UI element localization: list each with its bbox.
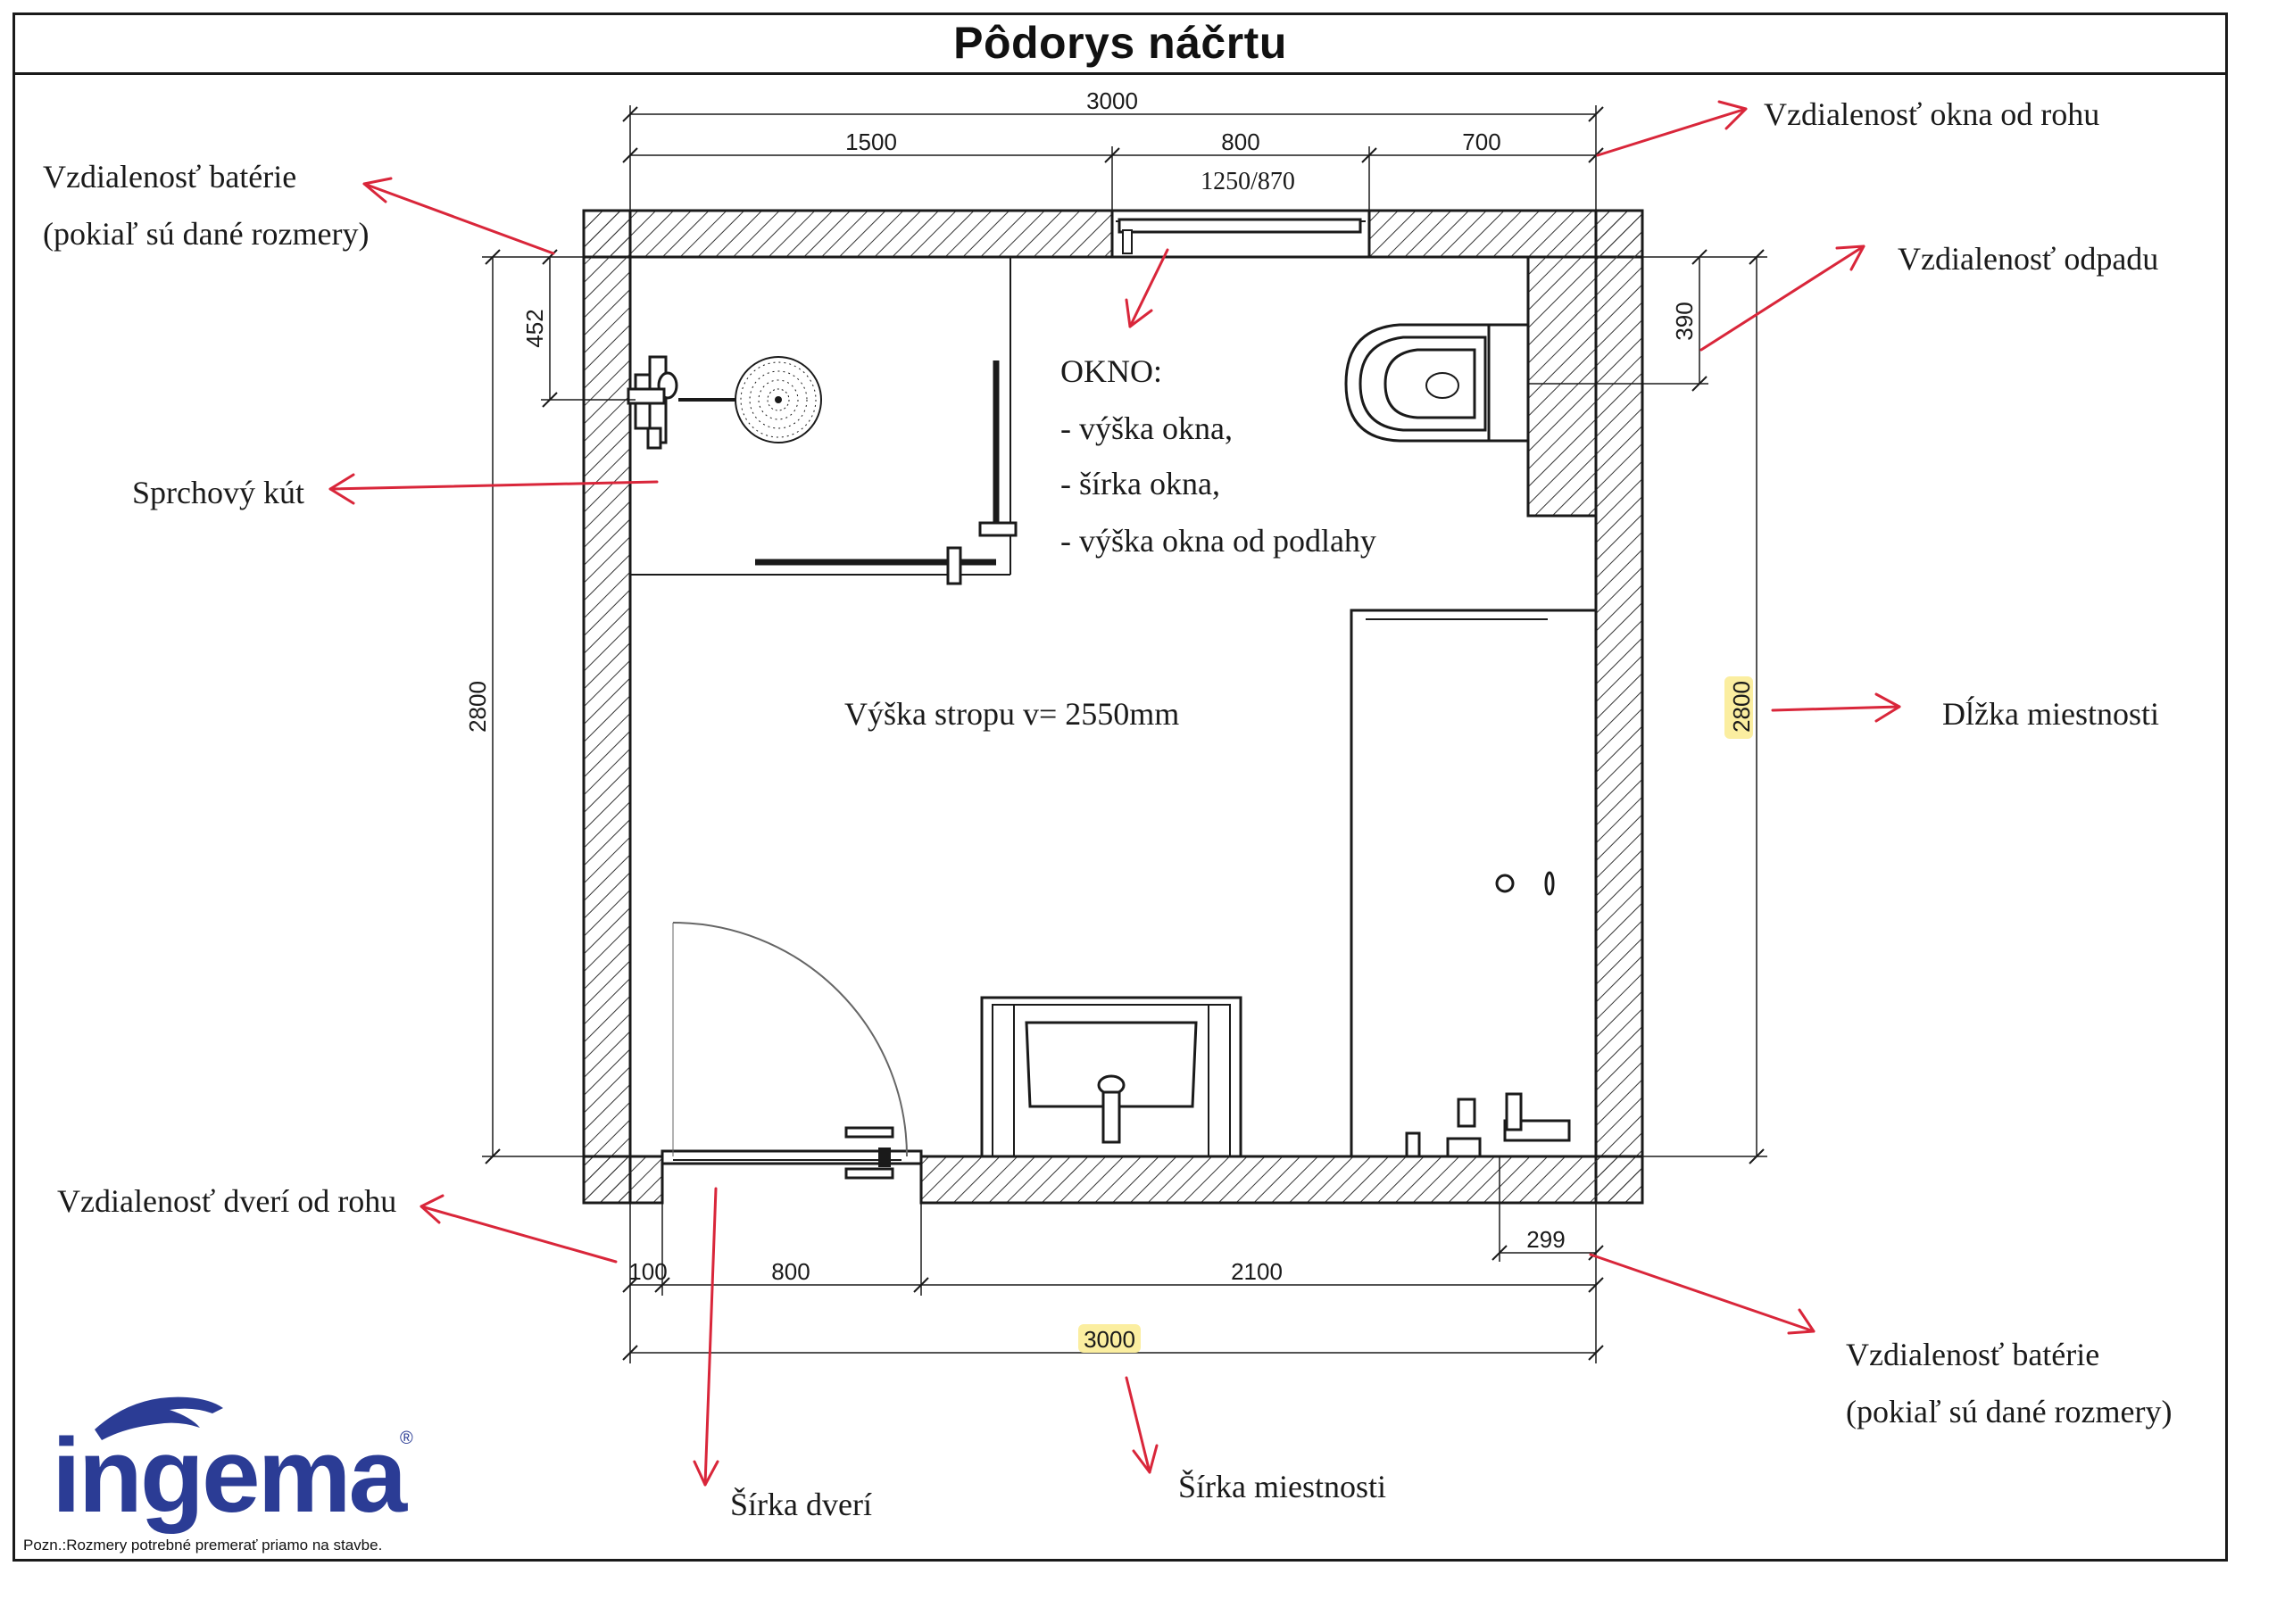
- arrow-battery-right: [1589, 1253, 1816, 1335]
- arrow-door-width: [693, 1187, 719, 1487]
- wall-top-left: [582, 209, 1114, 259]
- dim-top-total: 3000: [1086, 87, 1138, 114]
- label-battery-left-line2: (pokiaľ sú dané rozmery): [43, 216, 369, 252]
- dim-bottom-total: 3000: [1084, 1326, 1135, 1353]
- arrow-door-from-corner: [420, 1194, 618, 1264]
- window: [1110, 209, 1371, 259]
- arrow-room-width: [1125, 1376, 1159, 1474]
- footnote: Pozn.:Rozmery potrebné premerať priamo n…: [23, 1537, 383, 1554]
- page-title: Pôdorys náčrtu: [953, 17, 1287, 68]
- logo-wordmark: ingema: [52, 1417, 408, 1535]
- label-room-width: Šírka miestnosti: [1178, 1469, 1386, 1504]
- title-bar: Pôdorys náčrtu: [12, 12, 2228, 75]
- ceiling-height-note: Výška stropu v= 2550mm: [844, 696, 1179, 732]
- arrow-window: [1125, 248, 1169, 328]
- label-battery-right-line2: (pokiaľ sú dané rozmery): [1846, 1394, 2172, 1429]
- toilet-icon: [1344, 323, 1530, 443]
- arrow-drain: [1699, 244, 1865, 352]
- logo-registered-mark: ®: [400, 1429, 413, 1448]
- window-note-width: - šírka okna,: [1060, 466, 1220, 501]
- wall-left: [582, 209, 632, 1205]
- label-battery-left-line1: Vzdialenosť batérie: [43, 159, 296, 195]
- dim-window-size: 1250/870: [1201, 168, 1295, 195]
- shower-head-icon: [735, 356, 822, 443]
- label-drain-distance: Vzdialenosť odpadu: [1898, 241, 2158, 277]
- label-door-width: Šírka dverí: [730, 1487, 872, 1522]
- dolphin-icon: [95, 1396, 223, 1440]
- wall-bottom-left: [582, 1155, 664, 1205]
- door-icon: [661, 922, 923, 1180]
- dim-right-length: 2800: [1728, 681, 1755, 733]
- ingema-logo: ingema ®: [52, 1396, 413, 1535]
- bathtub-icon: [1350, 609, 1598, 1158]
- dim-top-left: 1500: [845, 128, 897, 155]
- window-note-sill: - výška okna od podlahy: [1060, 523, 1376, 559]
- radiator: [1118, 218, 1362, 234]
- arrow-window-from-corner: [1596, 100, 1748, 157]
- shower-mixer-icon: [627, 355, 678, 450]
- dim-top-right: 700: [1462, 128, 1500, 155]
- dim-bottom-corner: 100: [628, 1258, 667, 1285]
- highlight-bottom-total: [1078, 1324, 1141, 1353]
- dim-top-window: 800: [1221, 128, 1259, 155]
- window-opening: [1110, 209, 1371, 259]
- wall-right: [1594, 209, 1644, 1205]
- window-note-height: - výška okna,: [1060, 410, 1233, 446]
- label-window-from-corner: Vzdialenosť okna od rohu: [1764, 96, 2099, 132]
- label-shower-corner: Sprchový kút: [132, 475, 304, 510]
- window-note-title: OKNO:: [1060, 353, 1162, 389]
- dim-right-drain: 390: [1671, 302, 1698, 340]
- arrow-battery-left: [362, 177, 555, 255]
- annotation-arrows: [328, 100, 1901, 1487]
- walls: [582, 209, 1644, 1205]
- dim-bottom-door: 800: [771, 1258, 810, 1285]
- dim-bottom-battery: 299: [1526, 1226, 1565, 1253]
- label-battery-right-line1: Vzdialenosť batérie: [1846, 1337, 2099, 1372]
- page-frame: [12, 12, 2228, 1562]
- dim-left-battery: 452: [521, 309, 548, 347]
- label-door-from-corner: Vzdialenosť dverí od rohu: [57, 1183, 396, 1219]
- dimension-lines: [482, 105, 1767, 1363]
- wall-bottom-right: [919, 1155, 1644, 1205]
- dim-bottom-rest: 2100: [1231, 1258, 1283, 1285]
- label-room-length: Dĺžka miestnosti: [1942, 696, 2159, 732]
- dimension-ticks: [485, 106, 1765, 1361]
- wc-installation-box: [1526, 255, 1598, 518]
- shower-corner: [627, 257, 1018, 585]
- arrow-shower: [328, 473, 659, 505]
- highlight-right-length: [1724, 676, 1753, 739]
- washbasin-icon: [980, 996, 1242, 1158]
- arrow-room-length: [1771, 692, 1901, 723]
- dim-left-length: 2800: [464, 681, 491, 733]
